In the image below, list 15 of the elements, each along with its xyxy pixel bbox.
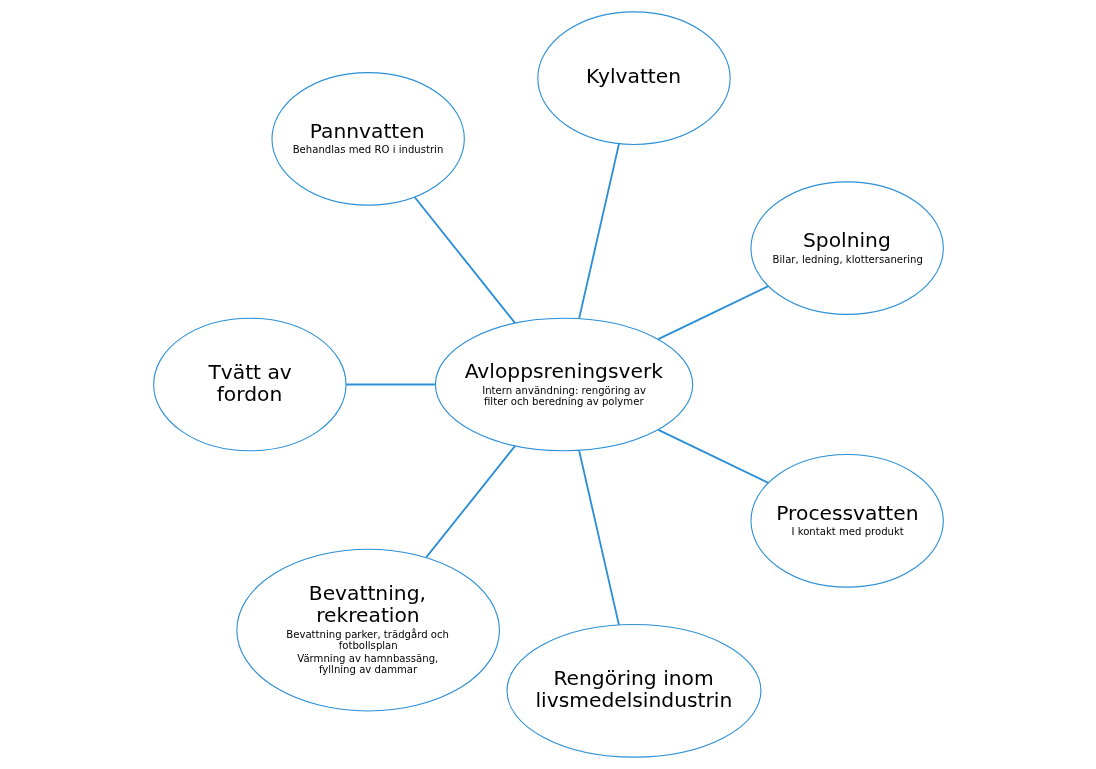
connector [344,383,436,386]
node-ellipse: Spolning Bilar, ledning, klottersanering [749,181,944,315]
node-ellipse: Processvatten I kontakt med produkt [749,454,944,588]
connector [656,285,769,341]
node-ellipse: Bevattning, rekreation Bevattning parker, trädgård och fotbollsplan Värmning av hamnbassäng, fyllning av dammar [235,548,500,712]
connector [577,142,620,320]
connector [413,196,516,325]
node-ellipse: Avloppsreningsverk Intern användning: rengöring av filter och beredning av polymer [434,317,693,452]
connector [656,428,769,484]
node-ellipse: Rengöring inom livsmedelsindustrin [505,624,761,758]
node-ellipse: Tvätt av fordon [152,317,347,452]
node-ellipse: Pannvatten Behandlas med RO i industrin [270,72,465,206]
node-ellipse: Kylvatten [536,11,731,145]
connector [577,449,620,626]
connector [424,444,516,559]
